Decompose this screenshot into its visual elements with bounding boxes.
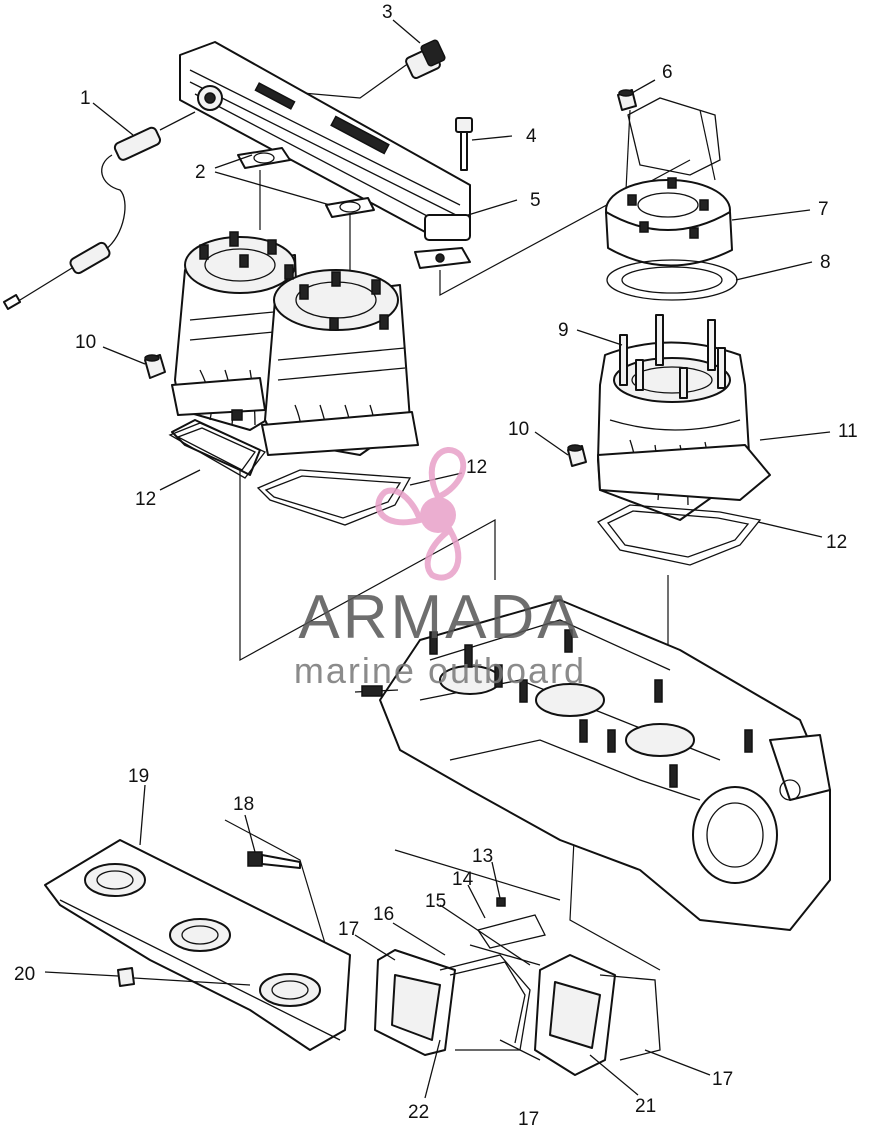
callout-17-right: 17 [712, 1069, 733, 1090]
callout-18: 18 [233, 794, 254, 815]
callout-17-bottom: 17 [518, 1109, 539, 1129]
part-4-bolt [455, 117, 473, 171]
part-10-nut-right [567, 444, 587, 467]
callout-16: 16 [373, 904, 394, 925]
watermark-tagline: marine outboard [294, 650, 586, 691]
callout-14: 14 [452, 869, 474, 890]
part-5-manifold-rail [179, 41, 471, 269]
callout-9: 9 [558, 320, 569, 341]
head-nuts [199, 231, 389, 331]
part-12-base-gasket-right [597, 504, 762, 566]
part-6-cap-nut [617, 89, 721, 211]
part-12-base-gaskets-left [168, 419, 412, 526]
part-9-studs [619, 314, 726, 399]
callout-22: 22 [408, 1102, 429, 1123]
callout-17-left: 17 [338, 919, 359, 940]
part-19-intake-manifold [44, 839, 351, 1051]
part-18-bolt [247, 851, 301, 869]
propeller-icon [375, 447, 467, 581]
callout-7: 7 [818, 199, 829, 220]
reed-valves-right [534, 954, 661, 1076]
part-10-nut-left [144, 354, 166, 379]
callout-12-mid: 12 [466, 457, 487, 478]
callout-19: 19 [128, 766, 149, 787]
watermark-brand: ARMADA [298, 583, 581, 652]
callout-13: 13 [472, 846, 493, 867]
callout-11: 11 [838, 421, 858, 442]
callout-15: 15 [425, 891, 446, 912]
callout-12-right: 12 [826, 532, 847, 553]
part-13-14-15-small-parts [469, 897, 546, 966]
leader-lines [44, 19, 831, 1099]
left-twin-cylinder-assembly [171, 231, 419, 456]
part-7-cylinder-head [605, 177, 733, 267]
crankcase-studs [429, 629, 753, 788]
callout-labels: 1 2 3 4 5 6 7 8 9 10 10 11 12 12 12 13 1… [14, 2, 858, 1129]
callout-1: 1 [80, 88, 91, 109]
part-2-gaskets [237, 147, 375, 218]
part-20-nut [117, 967, 251, 987]
callout-10-right: 10 [508, 419, 529, 440]
callout-2: 2 [195, 162, 206, 183]
callout-6: 6 [662, 62, 673, 83]
watermark: ARMADA marine outboard [294, 447, 586, 691]
callout-21: 21 [635, 1096, 656, 1117]
callout-3: 3 [382, 2, 393, 23]
callout-5: 5 [530, 190, 541, 211]
callout-10-left: 10 [75, 332, 96, 353]
reed-valves-left [374, 949, 531, 1056]
callout-12-left: 12 [135, 489, 156, 510]
callout-4: 4 [526, 126, 537, 147]
part-3-fitting [405, 39, 446, 79]
callout-20: 20 [14, 964, 35, 985]
crankcase [354, 599, 831, 931]
part-1-temp-sensor [2, 111, 196, 310]
callout-8: 8 [820, 252, 831, 273]
